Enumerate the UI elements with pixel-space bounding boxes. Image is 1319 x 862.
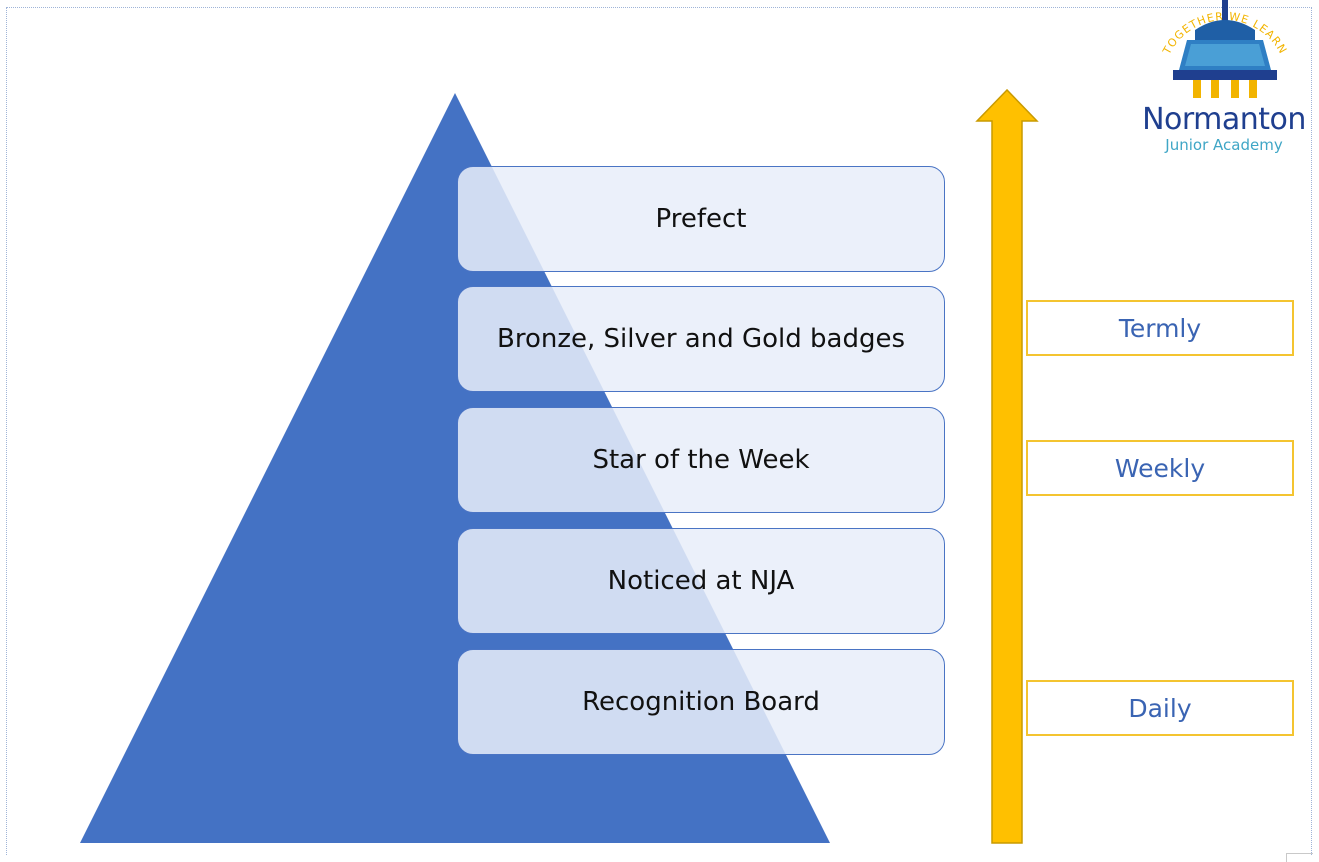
tier-badges: Bronze, Silver and Gold badges <box>457 286 945 392</box>
tier-prefect: Prefect <box>457 166 945 272</box>
corner-mark <box>1286 853 1313 862</box>
tier-recognition-board: Recognition Board <box>457 649 945 755</box>
logo-subtitle: Junior Academy <box>1165 136 1283 154</box>
slide-frame <box>6 7 1312 855</box>
tier-noticed-at-nja: Noticed at NJA <box>457 528 945 634</box>
logo-name: Normanton <box>1142 102 1306 137</box>
tier-star-of-the-week: Star of the Week <box>457 407 945 513</box>
frequency-weekly: Weekly <box>1026 440 1294 496</box>
upward-arrow <box>975 88 1039 844</box>
school-logo-icon: TOGETHER WE LEARN <box>1160 0 1289 98</box>
frequency-termly: Termly <box>1026 300 1294 356</box>
frequency-daily: Daily <box>1026 680 1294 736</box>
